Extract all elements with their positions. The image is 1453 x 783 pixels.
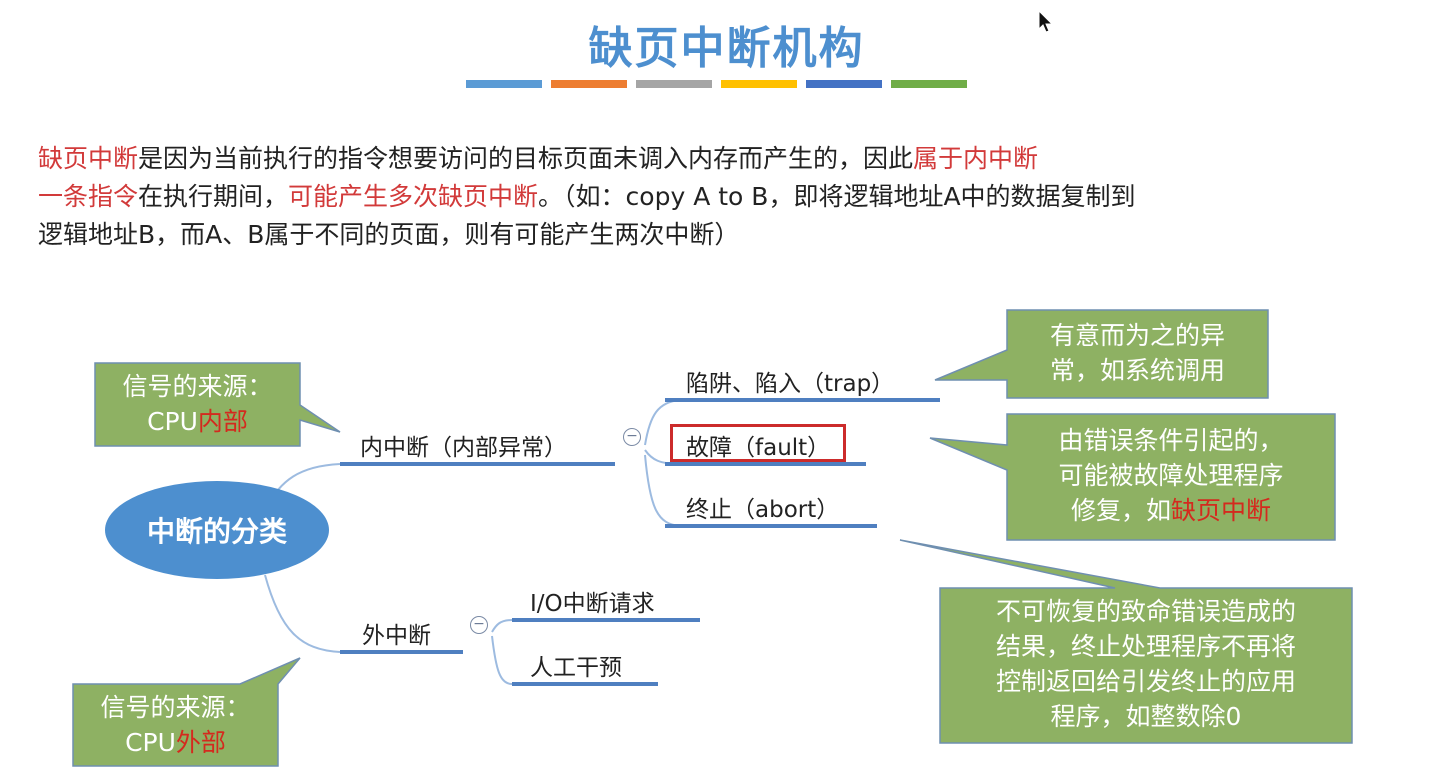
- paragraph-line-2: 一条指令在执行期间，可能产生多次缺页中断。（如：copy A to B，即将逻辑…: [38, 178, 1428, 216]
- connector-root-external: [264, 574, 341, 653]
- highlight-text: 可能产生多次缺页中断: [288, 182, 539, 211]
- callout-internal-source: 信号的来源： CPU内部: [95, 369, 300, 439]
- callout-line: 信号的来源：: [122, 372, 273, 401]
- node-manual-intervention: 人工干预: [530, 655, 622, 681]
- connector-external-manual: [491, 635, 513, 685]
- body-text: 是因为当前执行的指令想要访问的目标页面未调入内存而产生的，因此: [138, 144, 914, 173]
- callout-line: CPU内部: [95, 404, 300, 439]
- node-abort: 终止（abort）: [686, 497, 840, 523]
- callout-line: 信号的来源：: [100, 693, 251, 722]
- highlight-text: 属于内中断: [913, 144, 1039, 173]
- connector-external-io: [491, 619, 513, 633]
- callout-fault-shape: [929, 413, 1336, 541]
- callout-internal-source-shape: [94, 362, 341, 447]
- callout-trap: 有意而为之的异 常，如系统调用: [1007, 318, 1268, 388]
- collapse-icon[interactable]: −: [623, 428, 641, 446]
- callout-line: 不可恢复的致命错误造成的: [995, 597, 1296, 626]
- callout-text-part: 修复，如: [1070, 496, 1171, 525]
- body-text: 在执行期间，: [138, 182, 289, 211]
- callout-highlight: 缺页中断: [1171, 496, 1272, 525]
- node-io-request: I/O中断请求: [530, 591, 655, 617]
- callout-fault: 由错误条件引起的， 可能被故障处理程序 修复，如缺页中断: [1007, 423, 1335, 528]
- callout-line: 结果，终止处理程序不再将: [995, 632, 1296, 661]
- description-paragraph: 缺页中断是因为当前执行的指令想要访问的目标页面未调入内存而产生的，因此属于内中断…: [38, 140, 1428, 254]
- title-bar: [721, 80, 797, 88]
- highlight-text: 缺页中断: [38, 144, 139, 173]
- title-bar: [551, 80, 627, 88]
- node-fault: 故障（fault）: [686, 435, 831, 461]
- callout-trap-shape: [934, 309, 1269, 399]
- callout-text-part: CPU: [125, 728, 176, 757]
- title-bar: [891, 80, 967, 88]
- callout-highlight: 外部: [175, 728, 226, 757]
- page-title: 缺页中断机构: [588, 23, 865, 74]
- callout-line: 有意而为之的异: [1049, 321, 1225, 350]
- callout-line: 控制返回给引发终止的应用: [995, 667, 1296, 696]
- callout-highlight: 内部: [197, 407, 248, 436]
- fault-highlight-box: [670, 424, 846, 462]
- node-internal-interrupt: 内中断（内部异常）: [360, 435, 567, 461]
- node-trap: 陷阱、陷入（trap）: [686, 371, 895, 397]
- callout-line: CPU外部: [73, 725, 278, 760]
- callout-line: 修复，如缺页中断: [1007, 493, 1335, 528]
- title-bar: [636, 80, 712, 88]
- callout-external-source: 信号的来源： CPU外部: [73, 690, 278, 760]
- root-node: 中断的分类: [105, 481, 329, 579]
- title-bar: [806, 80, 882, 88]
- callout-line: 程序，如整数除0: [1050, 702, 1242, 731]
- callout-line: 可能被故障处理程序: [1058, 461, 1284, 490]
- body-text: 。（如：copy A to B，即将逻辑地址A中的数据复制到: [538, 182, 1136, 211]
- callout-line: 由错误条件引起的，: [1058, 426, 1284, 455]
- node-external-interrupt: 外中断: [362, 623, 431, 649]
- mouse-cursor-icon: [1038, 10, 1054, 33]
- highlight-text: 一条指令: [38, 182, 139, 211]
- callout-abort-shape: [899, 539, 1353, 744]
- callout-external-source-shape: [72, 657, 301, 767]
- title-bar: [466, 80, 542, 88]
- callout-line: 常，如系统调用: [1049, 356, 1225, 385]
- paragraph-line-3: 逻辑地址B，而A、B属于不同的页面，则有可能产生两次中断）: [38, 220, 740, 249]
- callout-abort: 不可恢复的致命错误造成的 结果，终止处理程序不再将 控制返回给引发终止的应用 程…: [940, 594, 1352, 734]
- collapse-icon[interactable]: −: [470, 616, 488, 634]
- paragraph-line-1: 缺页中断是因为当前执行的指令想要访问的目标页面未调入内存而产生的，因此属于内中断: [38, 140, 1428, 178]
- callout-text-part: CPU: [147, 407, 198, 436]
